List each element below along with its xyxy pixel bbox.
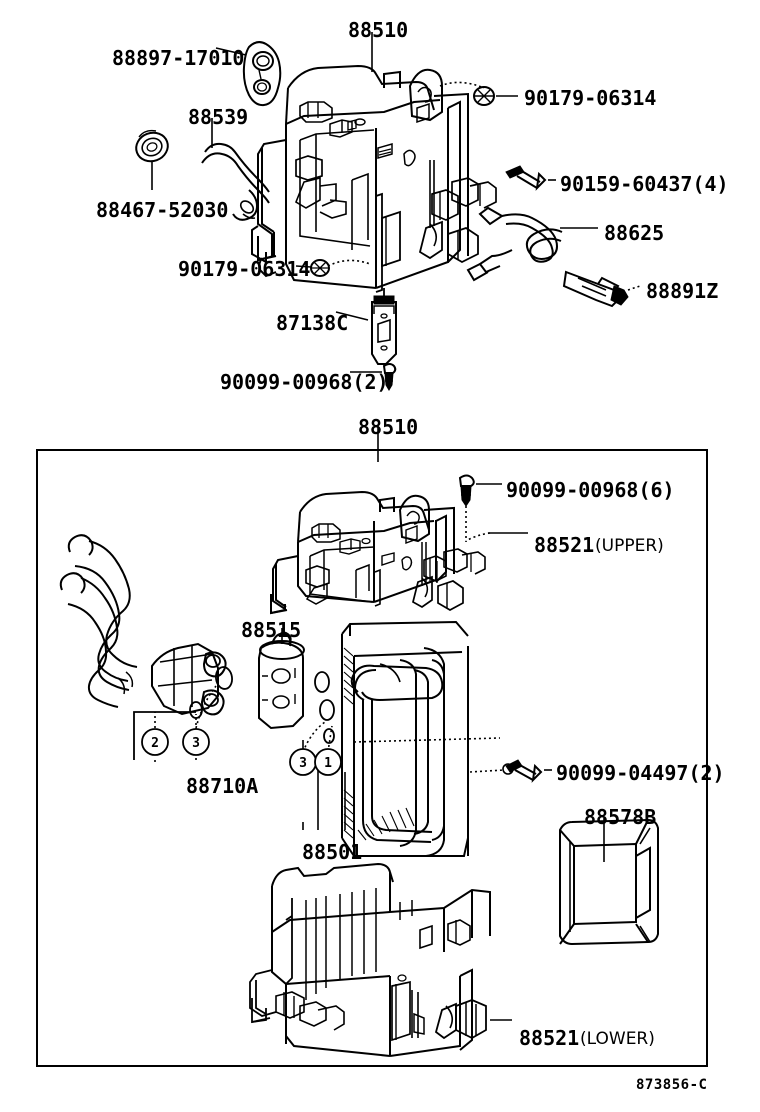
label-88467-52030: 88467-52030 — [96, 198, 229, 222]
label-90099-00968-lower: 90099-00968(6) — [506, 478, 675, 502]
part-88510-upper-housing-shape — [251, 64, 497, 302]
part-90179-06314-top-shape — [473, 86, 495, 106]
label-88510-upper: 88510 — [348, 18, 409, 42]
part-90099-04497-shape — [502, 759, 543, 783]
label-88515: 88515 — [241, 618, 302, 642]
part-88897-17010-shape — [242, 41, 282, 107]
part-88710A-hose-shape — [59, 534, 233, 760]
label-90099-04497: 90099-04497(2) — [556, 761, 725, 785]
label-90159-60437: 90159-60437(4) — [560, 172, 729, 196]
label-88578B: 88578B — [584, 805, 657, 829]
part-90179-06314-mid-shape — [310, 259, 330, 277]
part-90099-00968-upper-shape — [382, 363, 397, 391]
label-88521-lower-qualifier: (LOWER) — [580, 1029, 655, 1049]
label-88710A: 88710A — [186, 774, 259, 798]
label-88625: 88625 — [604, 221, 665, 245]
part-88891Z-shape — [562, 270, 629, 308]
part-87138C-shape — [371, 295, 397, 365]
label-90179-06314-top: 90179-06314 — [524, 86, 657, 110]
label-88510-lower: 88510 — [358, 415, 419, 439]
part-88467-52030-shape — [135, 129, 169, 163]
lower-panel-art — [59, 425, 659, 1057]
part-88521-upper-case-shape — [270, 490, 486, 615]
lower-panel-frame — [36, 449, 708, 1067]
part-88578B-seal-shape — [559, 818, 659, 946]
part-88625-shape — [466, 206, 563, 282]
label-88897-17010: 88897-17010 — [112, 46, 245, 70]
upper-panel-art — [135, 32, 641, 391]
label-87138C: 87138C — [276, 311, 349, 335]
diagram-footer-code: 873856-C — [636, 1077, 708, 1093]
label-88539: 88539 — [188, 105, 249, 129]
label-90179-06314-mid: 90179-06314 — [178, 257, 311, 281]
label-88521-upper-qualifier: (UPPER) — [595, 536, 664, 556]
label-88501: 88501 — [302, 840, 363, 864]
label-88521-upper: 88521 — [534, 533, 595, 557]
label-88891Z: 88891Z — [646, 279, 719, 303]
label-88521-lower: 88521 — [519, 1026, 580, 1050]
part-88521-lower-case-shape — [249, 862, 491, 1057]
label-90099-00968-upper: 90099-00968(2) — [220, 370, 389, 394]
part-88501-evaporator-shape — [341, 620, 501, 857]
part-88515-expansion-valve-shape — [258, 631, 305, 730]
part-90099-00968-lower-shape — [458, 474, 475, 507]
part-90159-60437-shape — [505, 165, 547, 191]
